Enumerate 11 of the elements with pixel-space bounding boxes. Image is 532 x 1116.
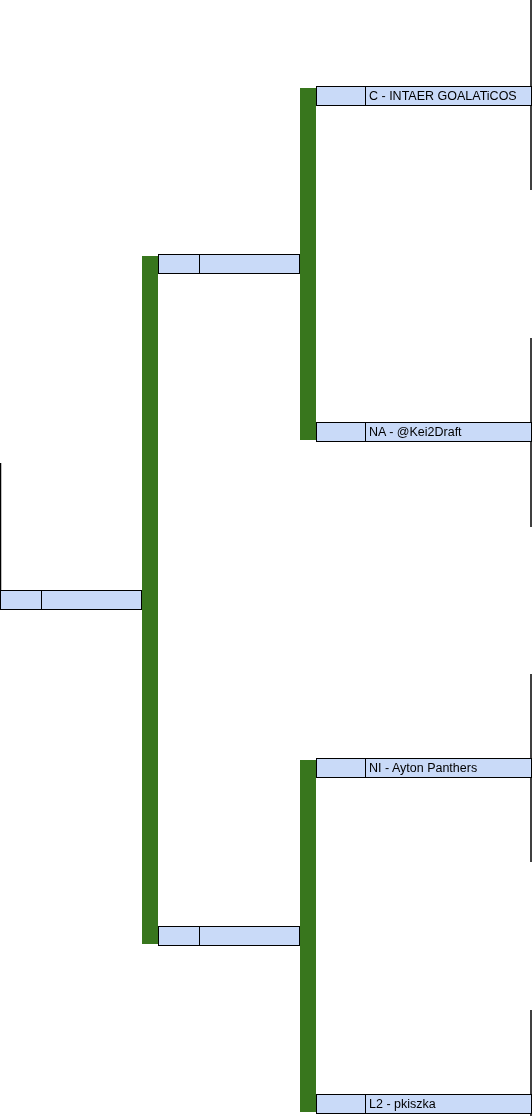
bracket-slot xyxy=(158,254,300,274)
bracket-slot xyxy=(316,1094,532,1114)
team-name: C - INTAER GOALATiCOS xyxy=(369,89,517,103)
bracket-slot xyxy=(316,422,532,442)
team-name: NA - @Kei2Draft xyxy=(369,425,462,439)
bracket-slot xyxy=(158,926,300,946)
bracket-slot xyxy=(316,86,532,106)
team-name: NI - Ayton Panthers xyxy=(369,761,478,775)
bracket-slot xyxy=(0,590,142,610)
bracket-slot xyxy=(316,758,532,778)
team-name: L2 - pkiszka xyxy=(369,1097,436,1111)
